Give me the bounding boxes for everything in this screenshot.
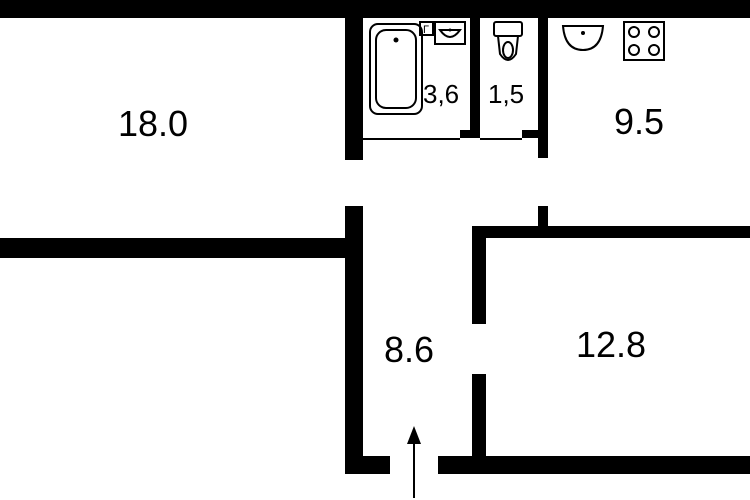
wall-toilet-kitchen — [538, 18, 548, 158]
walls — [0, 0, 750, 474]
boiler-mark: Г — [423, 24, 429, 36]
wall-toilet-stub — [522, 130, 540, 138]
wall-bath-toilet — [470, 18, 480, 138]
entrance-arrow-icon — [407, 426, 421, 498]
room-area-hallway: 8.6 — [384, 329, 434, 370]
wall-bedroom-top — [472, 226, 750, 238]
wall-top — [0, 0, 750, 18]
wall-bedroom-left-upper — [472, 226, 486, 324]
wall-kitchen-stub — [538, 206, 548, 236]
bath-sink-icon — [434, 21, 466, 45]
wall-hall-left — [345, 206, 363, 474]
wall-bedroom-left-lower — [472, 374, 486, 474]
kitchen-sink-icon — [561, 25, 605, 52]
room-area-toilet: 1,5 — [488, 79, 524, 109]
boiler-icon: Г — [419, 21, 434, 36]
wall-bottom-left — [345, 456, 390, 474]
room-area-kitchen: 9.5 — [614, 101, 664, 142]
bathtub-icon — [369, 23, 423, 115]
wall-bath-bottom — [345, 130, 363, 160]
stove-icon — [623, 21, 665, 61]
wall-living-right — [345, 0, 363, 160]
room-area-living: 18.0 — [118, 103, 188, 144]
toilet-icon — [493, 21, 523, 61]
room-area-bathroom: 3,6 — [423, 79, 459, 109]
room-area-bedroom: 12.8 — [576, 324, 646, 365]
wall-bottom-right — [438, 456, 750, 474]
wall-left-mid — [0, 238, 363, 258]
